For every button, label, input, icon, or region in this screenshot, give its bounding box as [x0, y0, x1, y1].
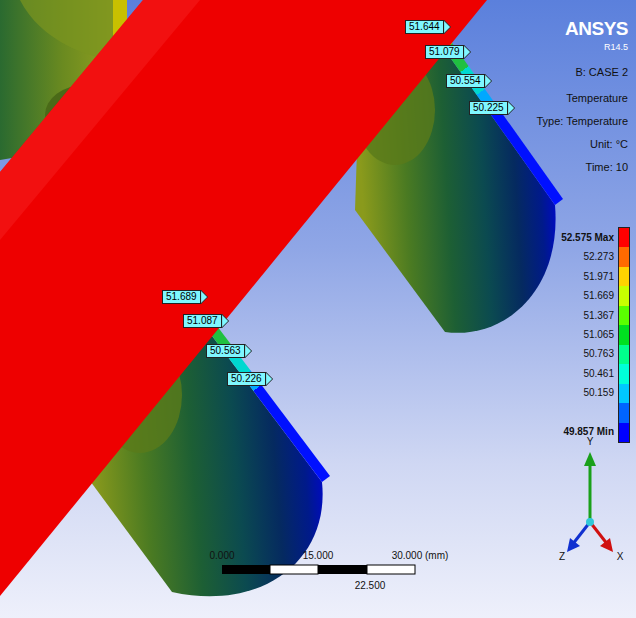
legend-value: 50.461 [583, 368, 614, 380]
probe-pointer [245, 344, 252, 358]
legend-swatch [619, 286, 629, 306]
scale-value: 22.500 [355, 580, 386, 592]
probe-pointer [444, 20, 451, 34]
axis-label: Y [587, 436, 594, 448]
result-info: B: CASE 2 [575, 66, 628, 79]
scale-value: 0.000 [209, 550, 234, 562]
probe-pointer [508, 101, 515, 115]
probe-value: 51.644 [409, 21, 440, 32]
legend-swatch [619, 384, 629, 404]
legend-value: 51.669 [583, 290, 614, 302]
probe-label: 50.226 [227, 372, 266, 386]
legend-swatch [619, 345, 629, 365]
legend-value: 49.857 Min [563, 426, 614, 438]
legend-swatch [619, 403, 629, 423]
probe-label: 50.554 [446, 74, 485, 88]
probe-value: 51.079 [429, 46, 460, 57]
probe-pointer [485, 74, 492, 88]
result-info: Unit: °C [590, 138, 628, 151]
scale-value: 15.000 [303, 550, 334, 562]
legend-swatch [619, 364, 629, 384]
legend-value: 51.971 [583, 271, 614, 283]
probe-value: 50.554 [450, 75, 481, 86]
legend-value: 50.159 [583, 387, 614, 399]
probe-pointer [266, 372, 273, 386]
probe-label: 50.225 [469, 101, 508, 115]
legend-swatch [619, 306, 629, 326]
legend-swatch [619, 267, 629, 287]
result-info: Time: 10 [586, 161, 628, 174]
probe-value: 50.225 [473, 102, 504, 113]
probe-value: 51.087 [187, 315, 218, 326]
legend-value: 51.367 [583, 310, 614, 322]
probe-label: 51.079 [425, 45, 464, 59]
probe-label: 50.563 [206, 344, 245, 358]
legend-value: 50.763 [583, 348, 614, 360]
legend-swatch [619, 423, 629, 443]
axis-label: Z [559, 551, 565, 563]
probe-label: 51.087 [183, 314, 222, 328]
probe-value: 50.563 [210, 345, 241, 356]
legend-swatch [619, 325, 629, 345]
result-info: ANSYS [565, 17, 628, 40]
probe-pointer [222, 314, 229, 328]
result-info: Temperature [566, 92, 628, 105]
legend-value: 52.273 [583, 251, 614, 263]
probe-label: 51.644 [405, 20, 444, 34]
legend-swatch [619, 228, 629, 248]
legend-swatch [619, 247, 629, 267]
result-info: R14.5 [604, 42, 628, 53]
legend-value: 51.065 [583, 329, 614, 341]
probe-pointer [464, 45, 471, 59]
probe-value: 51.689 [166, 291, 197, 302]
axis-label: X [617, 551, 624, 563]
scale-value: 30.000 (mm) [392, 550, 449, 562]
legend-value: 52.575 Max [561, 232, 614, 244]
probe-label: 51.689 [162, 290, 201, 304]
result-info: Type: Temperature [536, 115, 628, 128]
probe-value: 50.226 [231, 373, 262, 384]
probe-pointer [201, 290, 208, 304]
